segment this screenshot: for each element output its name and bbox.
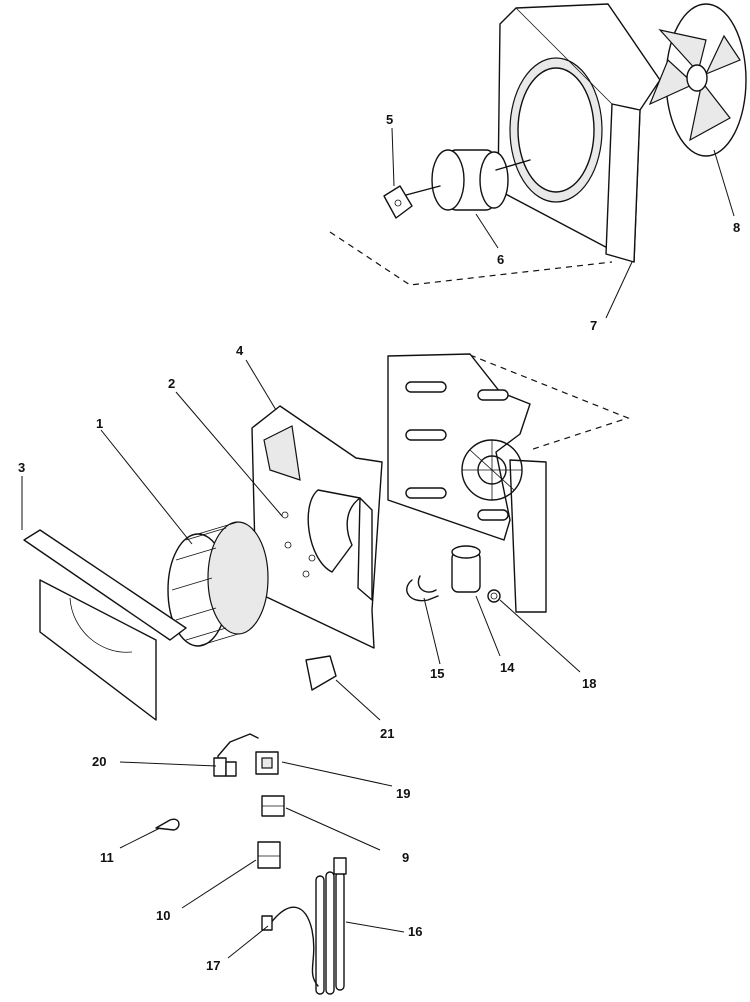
- callout-label: 10: [156, 908, 170, 923]
- part-1-blower-wheel: [167, 521, 269, 647]
- part-9-relay: [261, 795, 285, 817]
- part-11-wire-tie: [155, 818, 180, 831]
- callout-label: 1: [96, 416, 103, 431]
- part-5-motor-mount: [383, 185, 413, 219]
- callout-label: 18: [582, 676, 596, 691]
- callout-label: 6: [497, 252, 504, 267]
- part-3-air-guide: [23, 529, 187, 721]
- callout-label: 4: [236, 343, 244, 358]
- callout-label: 14: [500, 660, 515, 675]
- part-19-switch: [255, 751, 279, 775]
- part-7-condenser-shroud: [497, 3, 661, 263]
- callout-label: 7: [590, 318, 597, 333]
- callout-label: 19: [396, 786, 410, 801]
- callout-label: 3: [18, 460, 25, 475]
- callout-label: 20: [92, 754, 106, 769]
- part-18-grommet: [487, 589, 501, 603]
- callout-label: 9: [402, 850, 409, 865]
- part-4-blower-housing: [251, 405, 383, 649]
- part-16-heater: [315, 857, 347, 995]
- callout-label: 21: [380, 726, 394, 741]
- part-20-bracket: [213, 733, 259, 777]
- part-14-capacitor: [451, 545, 481, 593]
- callout-label: 17: [206, 958, 220, 973]
- partition-bracket-assembly: [387, 353, 547, 613]
- callout-label: 8: [733, 220, 740, 235]
- part-15-capacitor-strap: [406, 575, 439, 602]
- callout-label: 15: [430, 666, 444, 681]
- callout-label: 5: [386, 112, 393, 127]
- callout-label: 16: [408, 924, 422, 939]
- part-21-clip: [305, 655, 337, 691]
- part-6-fan-motor: [405, 149, 531, 211]
- assembly-guide-line: [469, 354, 630, 451]
- leader-lines: [21, 127, 735, 959]
- assembly-guide-line: [329, 231, 613, 286]
- part-17-lead-wire: [261, 906, 319, 987]
- callout-label: 2: [168, 376, 175, 391]
- callout-label: 11: [100, 850, 114, 865]
- part-10-thermistor-holder: [257, 841, 281, 869]
- part-8-fan-blade: [648, 3, 747, 157]
